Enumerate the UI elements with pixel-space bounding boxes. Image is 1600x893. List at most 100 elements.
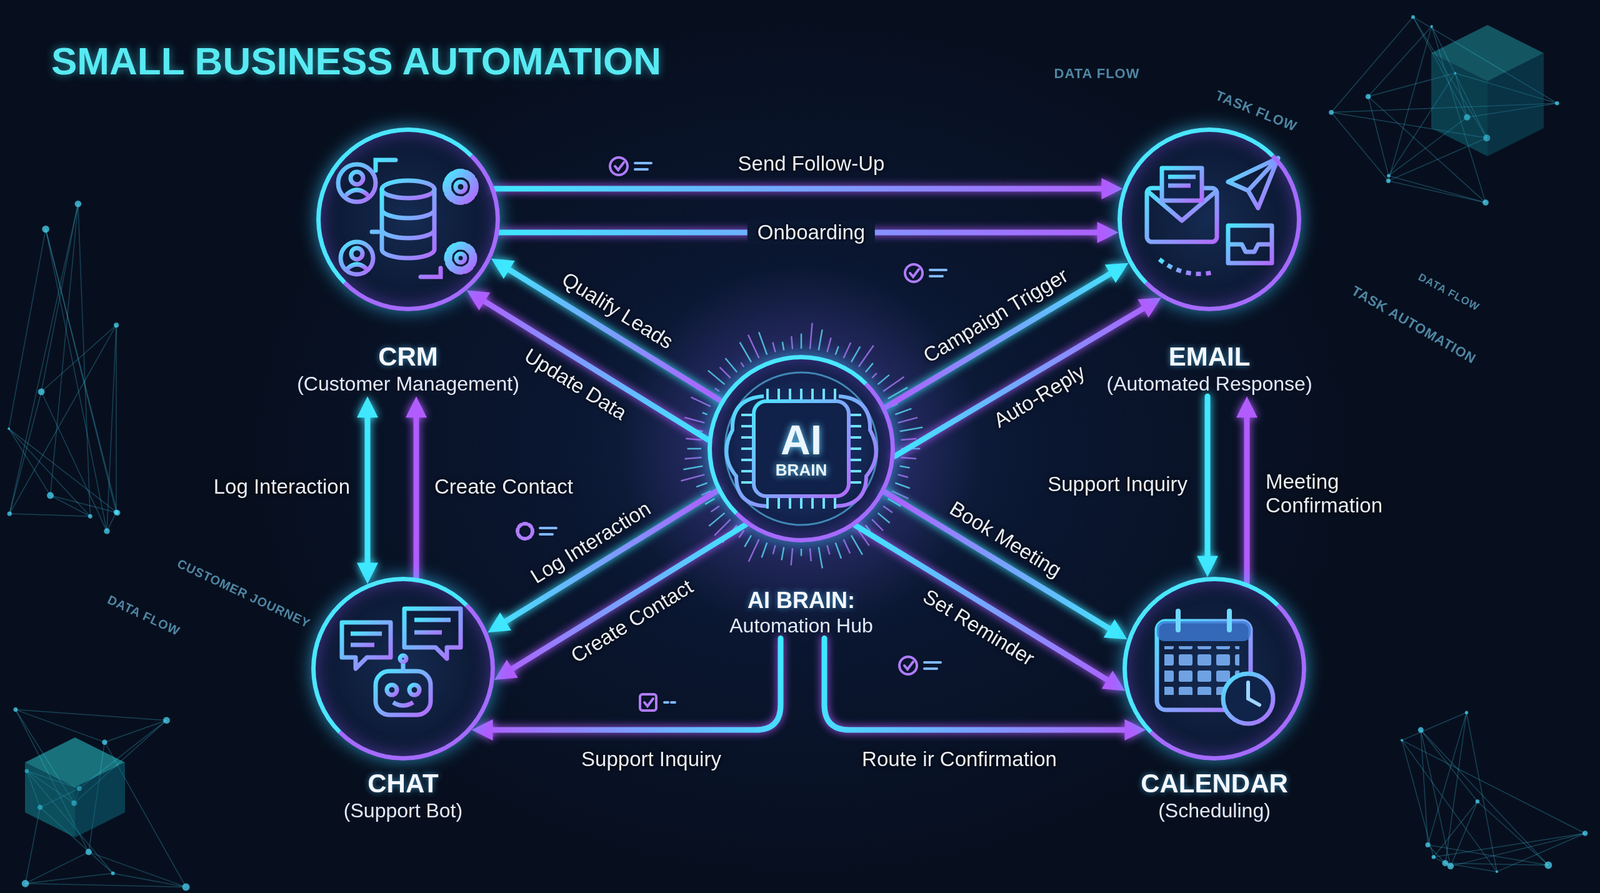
network-line xyxy=(1445,863,1549,865)
network-line xyxy=(104,720,167,743)
flow-watermark: TASK FLOW xyxy=(1213,87,1300,135)
network-line xyxy=(8,428,50,496)
connector xyxy=(471,638,781,741)
connector-line xyxy=(855,525,1114,684)
edge-label: Support Inquiry xyxy=(1047,472,1188,497)
node-subtitle: (Scheduling) xyxy=(1158,798,1271,824)
hub-ray xyxy=(818,329,823,350)
network-line xyxy=(41,203,79,392)
node-ring: AI BRAIN xyxy=(707,355,895,543)
hub-ray xyxy=(720,367,731,379)
connector xyxy=(356,396,379,584)
hub-ray xyxy=(748,335,759,359)
network-dot xyxy=(7,511,12,516)
hub-ray xyxy=(843,342,852,359)
hub-ray xyxy=(883,376,904,392)
diagram-title: SMALL BUSINESS AUTOMATION xyxy=(51,38,662,84)
connector-line xyxy=(499,490,718,626)
service-node: CRM(Customer Management) xyxy=(316,127,500,397)
network-line xyxy=(1496,833,1585,872)
node-title: CALENDAR xyxy=(1140,769,1289,799)
network-line xyxy=(45,229,118,514)
hub-ray xyxy=(818,547,823,569)
node-ring xyxy=(311,576,495,761)
network-line xyxy=(41,391,107,532)
arrow-head xyxy=(1103,619,1128,640)
network-dot xyxy=(1441,860,1449,867)
node-subtitle: Automation Hub xyxy=(729,613,873,639)
connector-line xyxy=(478,297,708,440)
network-dot xyxy=(1475,799,1480,804)
hub-ray xyxy=(761,542,768,558)
network-line xyxy=(25,851,89,884)
connector xyxy=(855,525,1125,692)
edge-label: Create Contact xyxy=(566,575,698,669)
network-line xyxy=(1433,801,1478,858)
hub-ray xyxy=(715,388,720,392)
network-line xyxy=(1466,712,1497,872)
hub-ray xyxy=(835,542,842,559)
hub-ray xyxy=(773,545,776,555)
hub-ray xyxy=(800,333,803,349)
network-line xyxy=(1420,730,1451,867)
email-icon xyxy=(1146,158,1279,274)
network-dot xyxy=(1465,711,1469,715)
network-line xyxy=(1427,712,1467,845)
hub-ray xyxy=(810,548,812,562)
network-line xyxy=(1450,801,1478,867)
network-dot xyxy=(113,510,119,515)
edge-label: Create Contact xyxy=(434,475,574,499)
network-dot xyxy=(1431,855,1436,859)
arrow-head xyxy=(1101,178,1123,200)
node-subtitle: (Automated Response) xyxy=(1106,371,1312,397)
network-dot xyxy=(163,716,170,724)
arrow-head xyxy=(1124,719,1146,741)
node-title: CHAT xyxy=(367,769,439,799)
network-line xyxy=(1401,740,1434,858)
connector-line xyxy=(885,270,1117,408)
network-dot xyxy=(13,707,18,712)
hub-ray xyxy=(758,331,767,355)
hub-ray xyxy=(782,341,784,351)
hub-ray xyxy=(826,545,830,555)
network-line xyxy=(1445,863,1497,872)
connector-line xyxy=(1244,410,1250,583)
hub-ray xyxy=(900,457,917,459)
node-title: AI BRAIN: xyxy=(747,587,855,614)
network-line xyxy=(25,883,187,888)
network-dot xyxy=(113,322,119,328)
network-line xyxy=(45,229,117,513)
connector xyxy=(494,524,747,680)
network-line xyxy=(113,873,187,887)
network-line xyxy=(1477,801,1549,866)
network-line xyxy=(25,873,114,884)
flow-watermark: DATA FLOW xyxy=(1416,271,1482,314)
hub-ray xyxy=(684,417,705,424)
hub-ray xyxy=(883,506,893,513)
hub-ray xyxy=(851,346,860,363)
arrow-head xyxy=(494,660,519,680)
edge-label: Route ir Confirmation xyxy=(861,747,1057,772)
hub-ray xyxy=(685,457,702,459)
hub-ray xyxy=(895,483,910,489)
hub-ray xyxy=(702,412,708,415)
hub-ray xyxy=(835,346,839,355)
network-dot xyxy=(41,225,50,234)
network-dot xyxy=(1365,93,1372,100)
connector-line xyxy=(1205,396,1211,564)
hub-ray xyxy=(683,466,703,470)
network-line xyxy=(88,851,187,887)
crm-icon xyxy=(338,160,475,277)
network-line xyxy=(1401,740,1585,834)
arrow-head xyxy=(1196,555,1219,577)
connector-line xyxy=(413,410,420,578)
ai-core-art xyxy=(725,372,878,525)
network-line xyxy=(9,203,79,514)
node-title: EMAIL xyxy=(1168,342,1251,372)
network-line xyxy=(8,229,46,429)
connector-line xyxy=(495,186,1110,192)
node-title: CRM xyxy=(378,342,439,372)
edge-label: Send Follow-Up xyxy=(738,151,885,176)
edge-label: Log Interaction xyxy=(213,475,350,499)
network-line xyxy=(9,391,42,514)
